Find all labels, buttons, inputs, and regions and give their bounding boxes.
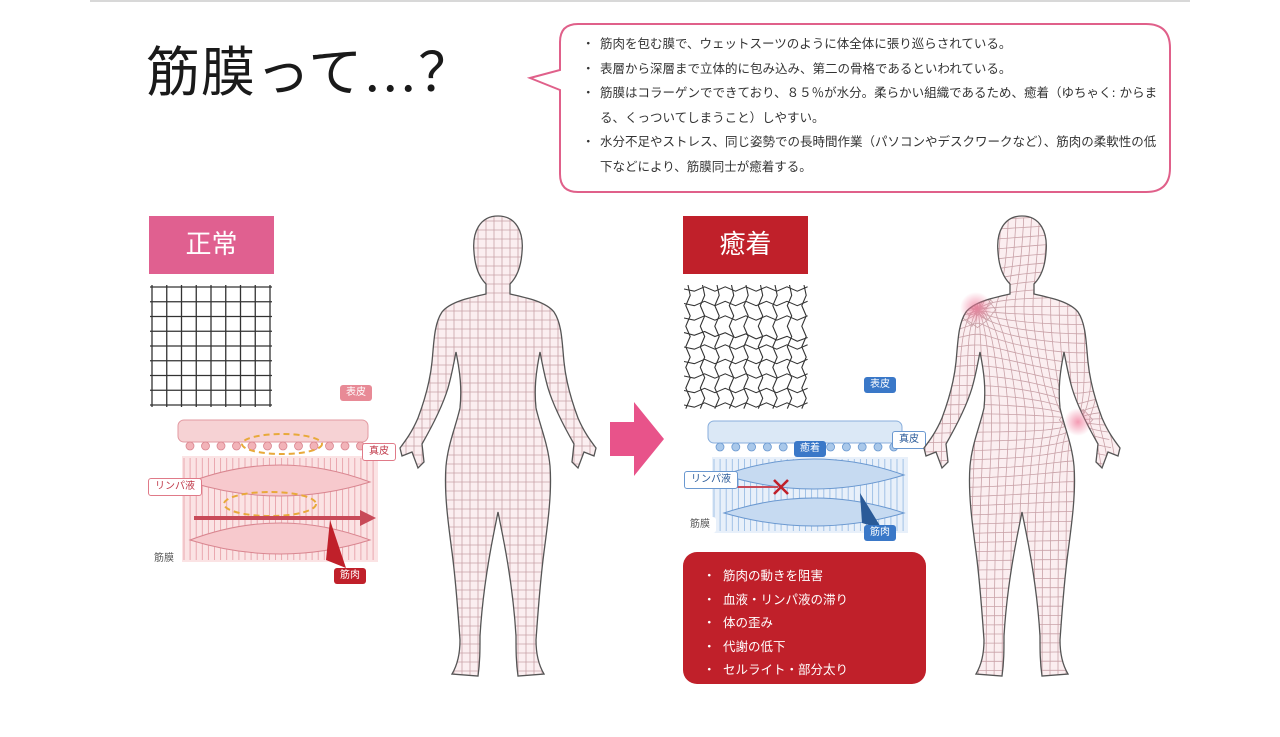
- tag-epidermis: 表皮: [864, 377, 896, 393]
- tag-dermis: 真皮: [362, 443, 396, 461]
- adhesion-body-figure: [923, 215, 1121, 677]
- page-title: 筋膜って…？: [146, 41, 474, 104]
- effect-item: 代謝の低下: [683, 635, 926, 659]
- info-item: 筋膜はコラーゲンでできており、８５％が水分。柔らかい組織であるため、癒着（ゆちゃ…: [582, 81, 1162, 130]
- adhesion-effects-box: 筋肉の動きを阻害 血液・リンパ液の滞り 体の歪み 代謝の低下 セルライト・部分太…: [683, 552, 926, 684]
- tag-lymph: リンパ液: [148, 478, 202, 496]
- effect-item: セルライト・部分太り: [683, 658, 926, 682]
- info-list: 筋肉を包む膜で、ウェットスーツのように体全体に張り巡らされている。 表層から深層…: [582, 32, 1162, 179]
- right-arrow-icon: [360, 510, 376, 526]
- normal-body-figure: [399, 215, 597, 677]
- effect-item: 筋肉の動きを阻害: [683, 564, 926, 588]
- tangled-mesh-grid: [684, 285, 808, 409]
- tag-epidermis: 表皮: [340, 385, 372, 401]
- x-mark-icon: [773, 479, 789, 495]
- normal-tissue-diagram: [177, 419, 378, 568]
- tension-spot: [960, 292, 992, 324]
- info-item: 表層から深層まで立体的に包み込み、第二の骨格であるといわれている。: [582, 57, 1162, 82]
- right-arrow-icon: [610, 402, 664, 476]
- info-item: 筋肉を包む膜で、ウェットスーツのように体全体に張り巡らされている。: [582, 32, 1162, 57]
- normal-label: 正常: [149, 216, 274, 274]
- top-divider: [90, 0, 1190, 2]
- info-item: 水分不足やストレス、同じ姿勢での長時間作業（パソコンやデスクワークなど）、筋肉の…: [582, 130, 1162, 179]
- tag-lymph: リンパ液: [684, 471, 738, 489]
- tag-muscle: 筋肉: [864, 525, 896, 541]
- effect-item: 血液・リンパ液の滞り: [683, 588, 926, 612]
- effect-item: 体の歪み: [683, 611, 926, 635]
- tag-muscle: 筋肉: [334, 568, 366, 584]
- tag-dermis: 真皮: [892, 431, 926, 449]
- tag-fascia: 筋膜: [684, 517, 716, 533]
- normal-mesh-grid: [150, 285, 272, 407]
- tag-adhesion: 癒着: [794, 441, 826, 457]
- tag-fascia: 筋膜: [148, 551, 180, 567]
- tension-spot: [1064, 408, 1092, 436]
- adhesion-tissue-diagram: [707, 420, 908, 533]
- adhesion-label: 癒着: [683, 216, 808, 274]
